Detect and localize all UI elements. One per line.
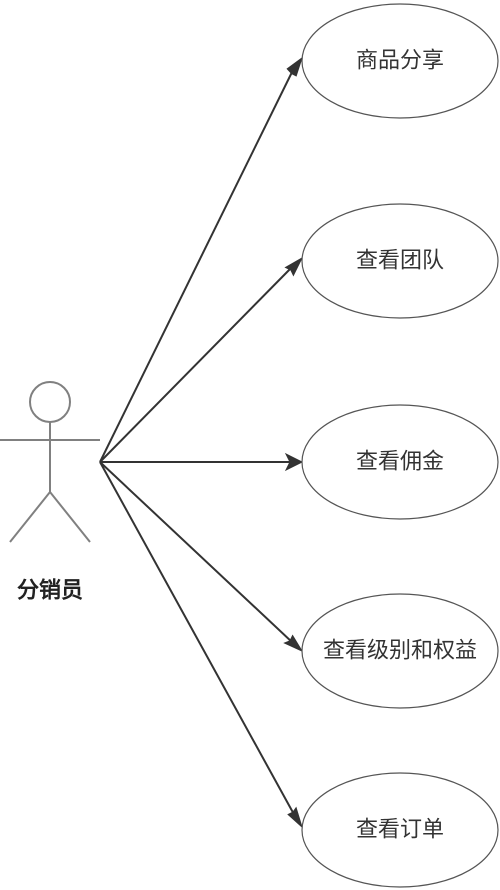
association-team [99,265,294,463]
use-case-label: 查看佣金 [356,450,444,475]
use-case-level: 查看级别和权益 [301,593,499,709]
use-case-ellipse [301,772,499,888]
use-case-ellipse [301,404,499,520]
actor: 分销员 [0,381,100,604]
use-case-team: 查看团队 [301,203,499,319]
arrowhead-orders [287,806,304,829]
use-case-label: 查看级别和权益 [323,639,477,664]
use-case-label: 查看订单 [356,818,444,843]
actor-head [29,381,71,423]
use-case-label: 查看团队 [356,249,444,274]
association-orders [99,461,297,819]
association-level [99,461,294,644]
arrowhead-level [283,634,304,653]
arrowhead-share [286,56,303,77]
actor-right-leg [49,491,91,543]
use-case-orders: 查看订单 [301,772,499,888]
arrowhead-commission [284,452,304,472]
use-case-ellipse [301,593,499,709]
associations [99,56,304,829]
use-case-label: 商品分享 [356,49,444,74]
use-case-commission: 查看佣金 [301,404,499,520]
association-share [99,65,296,463]
use-case-ellipse [301,203,499,319]
actor-left-leg [9,491,51,543]
actor-label: 分销员 [17,579,83,604]
use-cases: 商品分享 查看团队 查看佣金 查看级别和权益 查看订单 [301,3,499,888]
use-case-ellipse [301,3,499,119]
use-case-share: 商品分享 [301,3,499,119]
arrowhead-team [284,256,304,277]
